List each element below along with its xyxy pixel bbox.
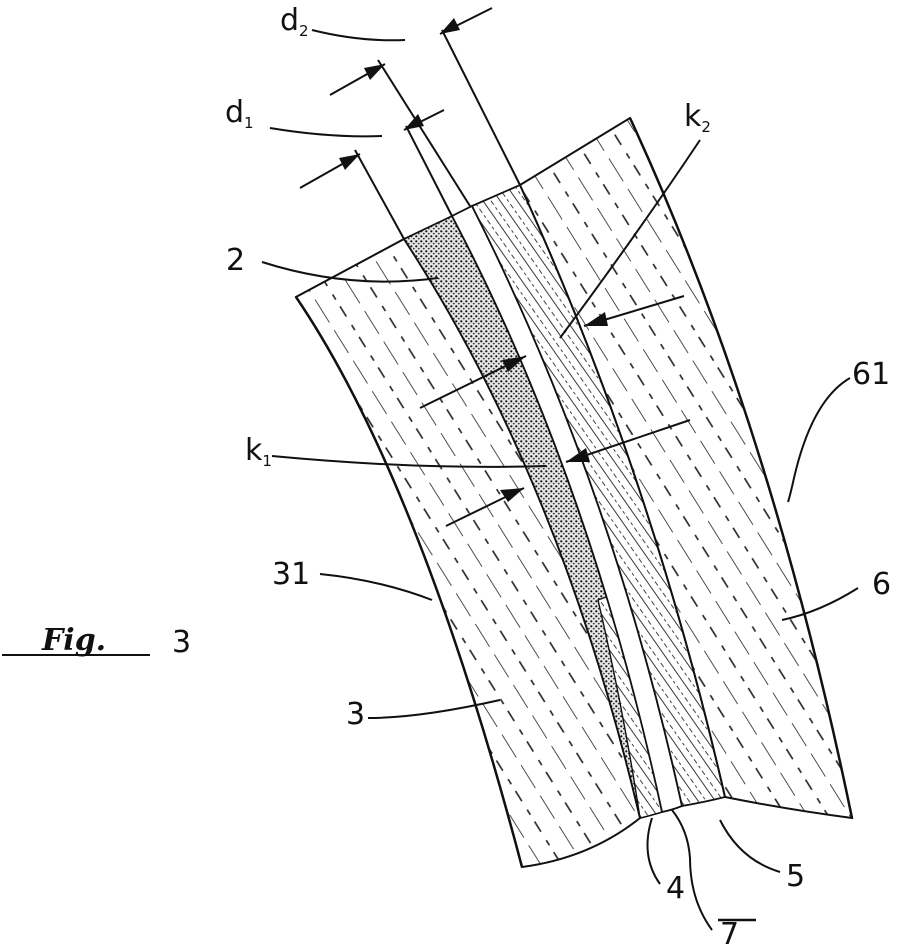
leader-31 xyxy=(319,573,433,601)
k2-arrowhead xyxy=(584,312,608,326)
k2-lower-arrowhead xyxy=(502,356,526,372)
leader-d2 xyxy=(311,29,406,42)
d2-extension-right xyxy=(441,29,521,186)
leader-2 xyxy=(261,261,439,283)
label-6: 6 xyxy=(872,567,891,602)
d1-arrowhead-left xyxy=(339,154,360,170)
d1-arrowhead-right xyxy=(404,114,424,130)
label-2: 2 xyxy=(226,243,245,278)
figure-caption-number: 3 xyxy=(172,625,191,660)
label-5: 5 xyxy=(786,859,805,894)
d2-extension-left xyxy=(377,59,471,207)
edge-31 xyxy=(294,296,524,868)
leader-6 xyxy=(781,587,859,621)
leader-d1 xyxy=(269,127,383,138)
leader-61 xyxy=(787,377,851,503)
leader-k1 xyxy=(271,455,547,468)
label-7: 7 xyxy=(720,917,739,949)
d2-arrowhead-right xyxy=(440,18,460,34)
label-k1: k1 xyxy=(245,433,272,470)
label-d1: d1 xyxy=(225,95,254,132)
edge-61 xyxy=(628,117,854,819)
k1-lower-arrowhead xyxy=(500,488,524,502)
d1-extension-right xyxy=(405,125,453,217)
leader-7 xyxy=(671,809,713,931)
leader-4 xyxy=(646,817,661,885)
label-4: 4 xyxy=(666,871,685,906)
leader-k2 xyxy=(559,139,701,339)
d2-arrowhead-left xyxy=(364,64,385,80)
figure-caption-text: Fig. xyxy=(41,623,106,658)
label-d2: d2 xyxy=(280,3,309,40)
label-61: 61 xyxy=(852,357,890,392)
d1-extension-left xyxy=(354,149,405,240)
label-k2: k2 xyxy=(684,99,711,136)
k1-arrowhead xyxy=(566,448,590,462)
label-31: 31 xyxy=(272,557,310,592)
leader-5 xyxy=(719,819,781,873)
leader-3 xyxy=(367,699,501,719)
label-3: 3 xyxy=(346,697,365,732)
